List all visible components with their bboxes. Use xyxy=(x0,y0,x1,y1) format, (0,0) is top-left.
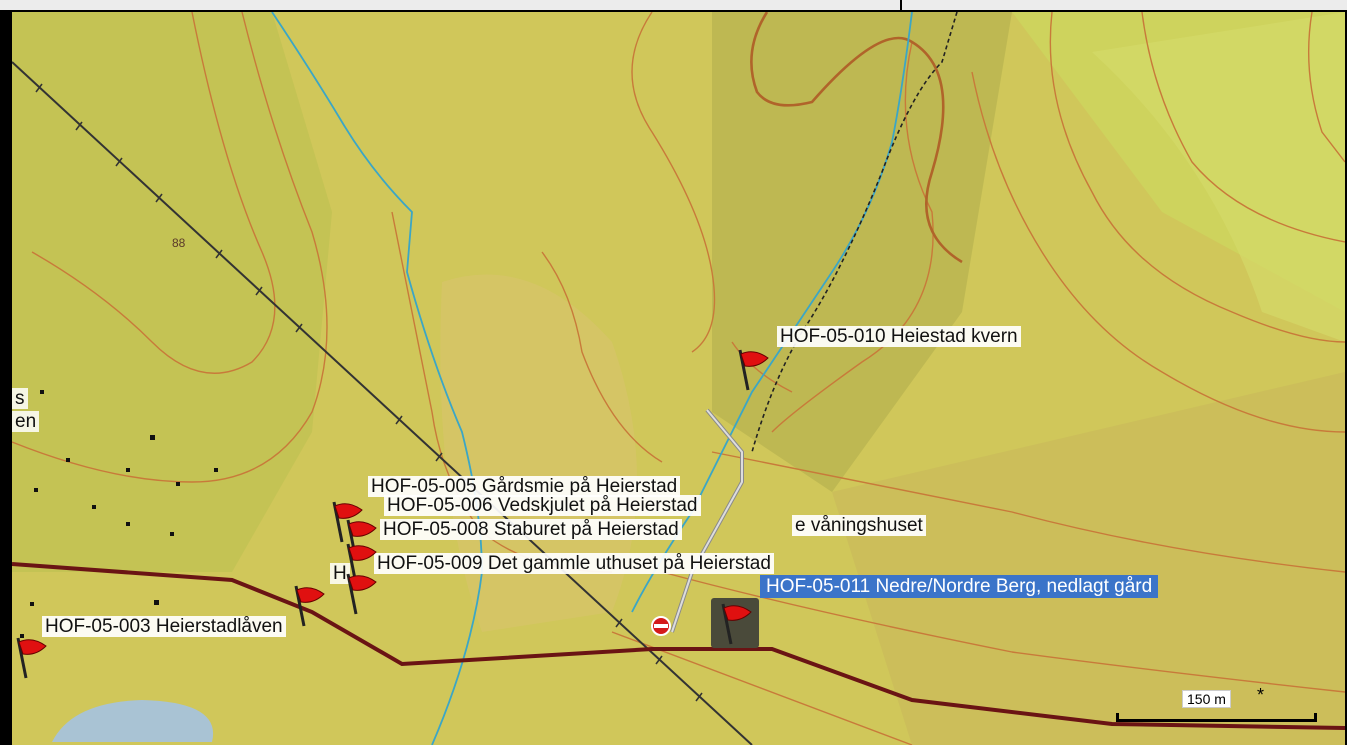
map-canvas[interactable]: 88 s en HOF-05-010 Heiestad kvern HOF-05… xyxy=(12,12,1345,745)
partial-label-1: s xyxy=(12,388,28,409)
scale-text: 150 m xyxy=(1182,690,1231,708)
scale-star: * xyxy=(1257,685,1265,705)
red-flag-icon[interactable] xyxy=(328,500,363,543)
scale-line xyxy=(1116,713,1317,722)
red-flag-icon[interactable] xyxy=(342,572,377,615)
partial-label-2: en xyxy=(12,411,40,432)
marker-label-hof-05-005[interactable]: HOF-05-005 Gårdsmie på Heierstad xyxy=(368,476,681,497)
elevation-label: 88 xyxy=(172,236,186,250)
marker-label-hof-05-006[interactable]: HOF-05-006 Vedskjulet på Heierstad xyxy=(384,495,701,516)
marker-label-hof-05-007[interactable]: e våningshuset xyxy=(792,515,926,536)
toolbar-divider xyxy=(900,0,902,10)
no-entry-icon xyxy=(651,616,671,636)
top-toolbar xyxy=(0,0,1347,12)
marker-label-hof-05-011[interactable]: HOF-05-011 Nedre/Nordre Berg, nedlagt gå… xyxy=(760,575,1159,598)
red-flag-icon[interactable] xyxy=(734,348,769,391)
marker-label-hof-05-008[interactable]: HOF-05-008 Staburet på Heierstad xyxy=(380,519,682,540)
scale-bar: 150 m * xyxy=(1116,685,1317,725)
selected-red-flag-icon[interactable] xyxy=(711,598,759,648)
red-flag-icon[interactable] xyxy=(290,584,325,627)
marker-label-hof-05-010[interactable]: HOF-05-010 Heiestad kvern xyxy=(777,326,1021,347)
marker-label-hof-05-009[interactable]: HOF-05-009 Det gammle uthuset på Heierst… xyxy=(374,553,774,574)
marker-label-hof-05-003[interactable]: HOF-05-003 Heierstadlåven xyxy=(42,616,286,637)
marker-label-hof-05-004[interactable]: H xyxy=(330,563,350,584)
red-flag-icon[interactable] xyxy=(12,636,47,679)
